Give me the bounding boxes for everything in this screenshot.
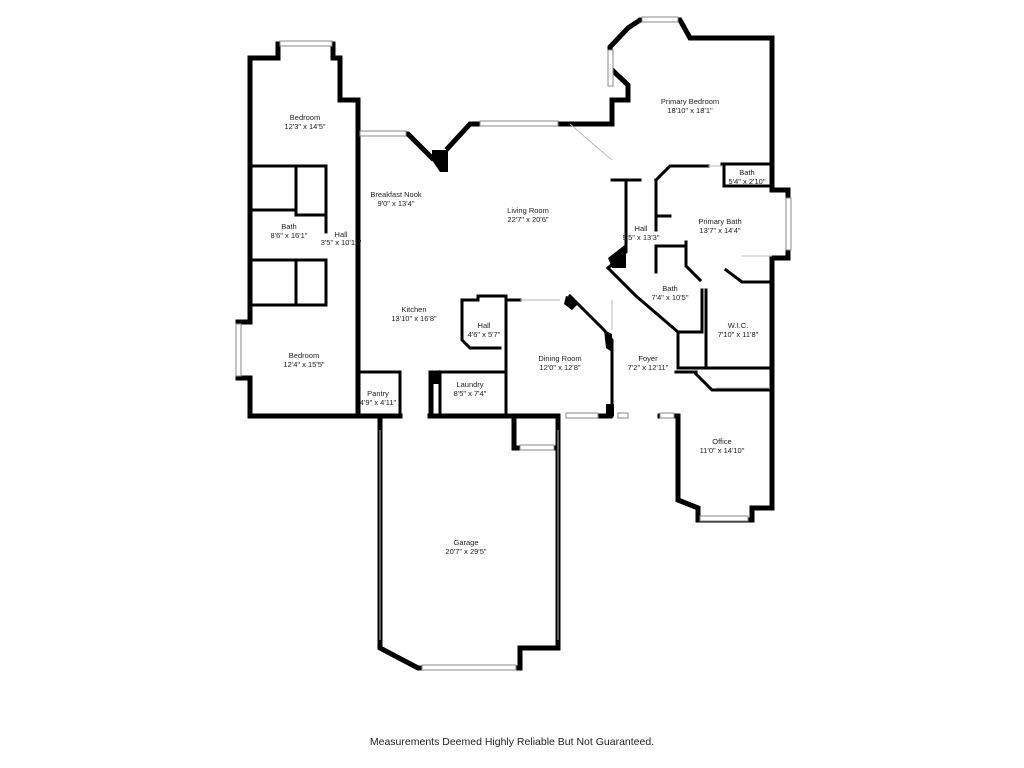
room-dims-bedroom-2: 12'4" x 15'5" — [283, 360, 324, 369]
room-label-hall-3: Hall — [635, 224, 648, 233]
room-label-kitchen: Kitchen — [401, 305, 426, 314]
room-dims-office: 11'0" x 14'10" — [700, 446, 745, 455]
room-dims-primary-bedroom: 18'10" x 18'1" — [667, 106, 713, 115]
room-label-hall-2: Hall — [478, 321, 491, 330]
room-label-bedroom-2: Bedroom — [289, 351, 319, 360]
room-label-bedroom-1: Bedroom — [290, 113, 320, 122]
room-dims-wic: 7'10" x 11'8" — [718, 330, 759, 339]
room-label-primary-bedroom: Primary Bedroom — [661, 97, 719, 106]
room-label-bath-1: Bath — [281, 222, 296, 231]
room-dims-kitchen: 13'10" x 16'8" — [391, 314, 437, 323]
room-label-laundry: Laundry — [456, 380, 483, 389]
door-lines — [379, 123, 772, 640]
room-dims-bedroom-1: 12'3" x 14'5" — [284, 122, 325, 131]
room-dims-dining-room: 12'0" x 12'8" — [539, 363, 580, 372]
room-label-dining-room: Dining Room — [538, 354, 581, 363]
room-dims-pantry: 4'9" x 4'11" — [360, 398, 397, 407]
room-label-wic: W.I.C. — [728, 321, 748, 330]
room-label-living-room: Living Room — [507, 206, 549, 215]
room-dims-garage: 20'7" x 29'5" — [445, 547, 486, 556]
windows — [235, 16, 792, 671]
room-dims-bath-1: 8'6" x 16'1" — [271, 231, 308, 240]
room-label-office: Office — [712, 437, 731, 446]
room-label-breakfast-nook: Breakfast Nook — [370, 190, 422, 199]
room-label-hall-1: Hall — [335, 230, 348, 239]
room-label-garage: Garage — [453, 538, 478, 547]
room-label-foyer: Foyer — [638, 354, 658, 363]
interior-walls — [248, 162, 774, 418]
room-dims-hall-3: 9'5" x 13'3" — [623, 233, 660, 242]
room-dims-breakfast-nook: 9'0" x 13'4" — [378, 199, 415, 208]
room-label-pantry: Pantry — [367, 389, 389, 398]
room-dims-foyer: 7'2" x 12'11" — [628, 363, 669, 372]
room-label-primary-bath: Primary Bath — [698, 217, 741, 226]
room-dims-hall-2: 4'6" x 5'7" — [468, 330, 501, 339]
room-dims-primary-bath: 13'7" x 14'4" — [699, 226, 740, 235]
room-dims-living-room: 22'7" x 20'6" — [507, 215, 548, 224]
room-dims-bath-2: 7'4" x 10'5" — [652, 293, 689, 302]
room-labels: Bedroom 12'3" x 14'5" Bath 8'6" x 16'1" … — [271, 97, 766, 556]
disclaimer-text: Measurements Deemed Highly Reliable But … — [369, 736, 655, 748]
room-dims-hall-1: 3'5" x 10'11" — [321, 238, 362, 247]
room-dims-laundry: 8'5" x 7'4" — [454, 389, 487, 398]
room-dims-bath-3: 5'4" x 2'10" — [729, 177, 766, 186]
structural-blocks — [430, 150, 626, 416]
room-label-bath-2: Bath — [662, 284, 677, 293]
room-label-bath-3: Bath — [739, 168, 754, 177]
